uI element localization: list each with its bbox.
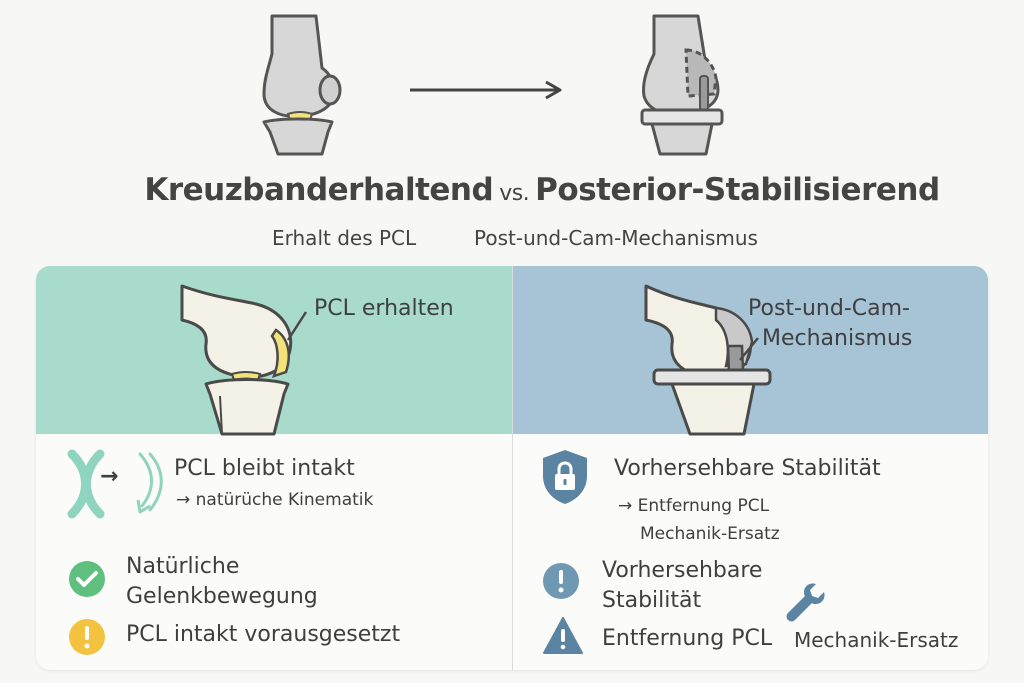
right-item1-sub2: Mechanik-Ersatz	[640, 524, 780, 544]
arrow-right-icon	[410, 80, 562, 100]
warning-triangle-icon	[543, 617, 583, 654]
subtitle-left: Erhalt des PCL	[272, 226, 417, 250]
cam-label-line1: Post-und-Cam-	[748, 296, 910, 321]
shield-lock-icon	[543, 450, 587, 504]
posterior-stabilized-knee-illustration	[644, 284, 772, 436]
right-item1-title: Vorhersehbare Stabilität	[614, 456, 881, 481]
comparison-panel: PCL erhalten Post-und-Cam- Mechanismus →…	[36, 266, 988, 670]
ligament-icon	[67, 449, 105, 519]
motion-curve-icon	[136, 452, 163, 514]
left-item1-sub: → natürüche Kinematik	[176, 490, 374, 510]
title-vs: vs.	[499, 181, 530, 206]
cam-pointer-line	[739, 337, 759, 361]
left-item2-line1: Natürliche	[126, 554, 240, 579]
panel-divider	[512, 266, 513, 670]
right-item3-right: Mechanik-Ersatz	[794, 628, 959, 652]
arrow-right-icon: →	[100, 464, 119, 489]
warning-circle-icon	[69, 619, 105, 655]
right-item1-sub1: → Entfernung PCL	[618, 496, 770, 516]
right-item2-line1: Vorhersehbare	[602, 558, 763, 583]
pcl-label: PCL erhalten	[314, 296, 454, 321]
left-item2-line2: Gelenkbewegung	[126, 584, 318, 609]
left-item1-title: PCL bleibt intakt	[174, 456, 355, 481]
wrench-icon	[786, 583, 825, 622]
info-circle-icon	[543, 563, 579, 599]
title-left: Kreuzbanderhaltend	[144, 172, 494, 208]
title-right: Posterior-Stabilisierend	[535, 172, 940, 208]
prosthetic-knee-illustration	[640, 14, 724, 156]
right-item3-left: Entfernung PCL	[602, 626, 773, 651]
right-item2-line2: Stabilität	[602, 588, 702, 613]
cam-label-line2: Mechanismus	[762, 326, 913, 351]
check-circle-icon	[69, 561, 105, 597]
pcl-retaining-knee-illustration	[180, 284, 293, 436]
left-item3: PCL intakt vorausgesetzt	[126, 622, 401, 647]
pcl-pointer-line	[286, 311, 308, 341]
natural-knee-illustration	[262, 14, 342, 156]
subtitle-right: Post-und-Cam-Mechanismus	[474, 226, 758, 250]
